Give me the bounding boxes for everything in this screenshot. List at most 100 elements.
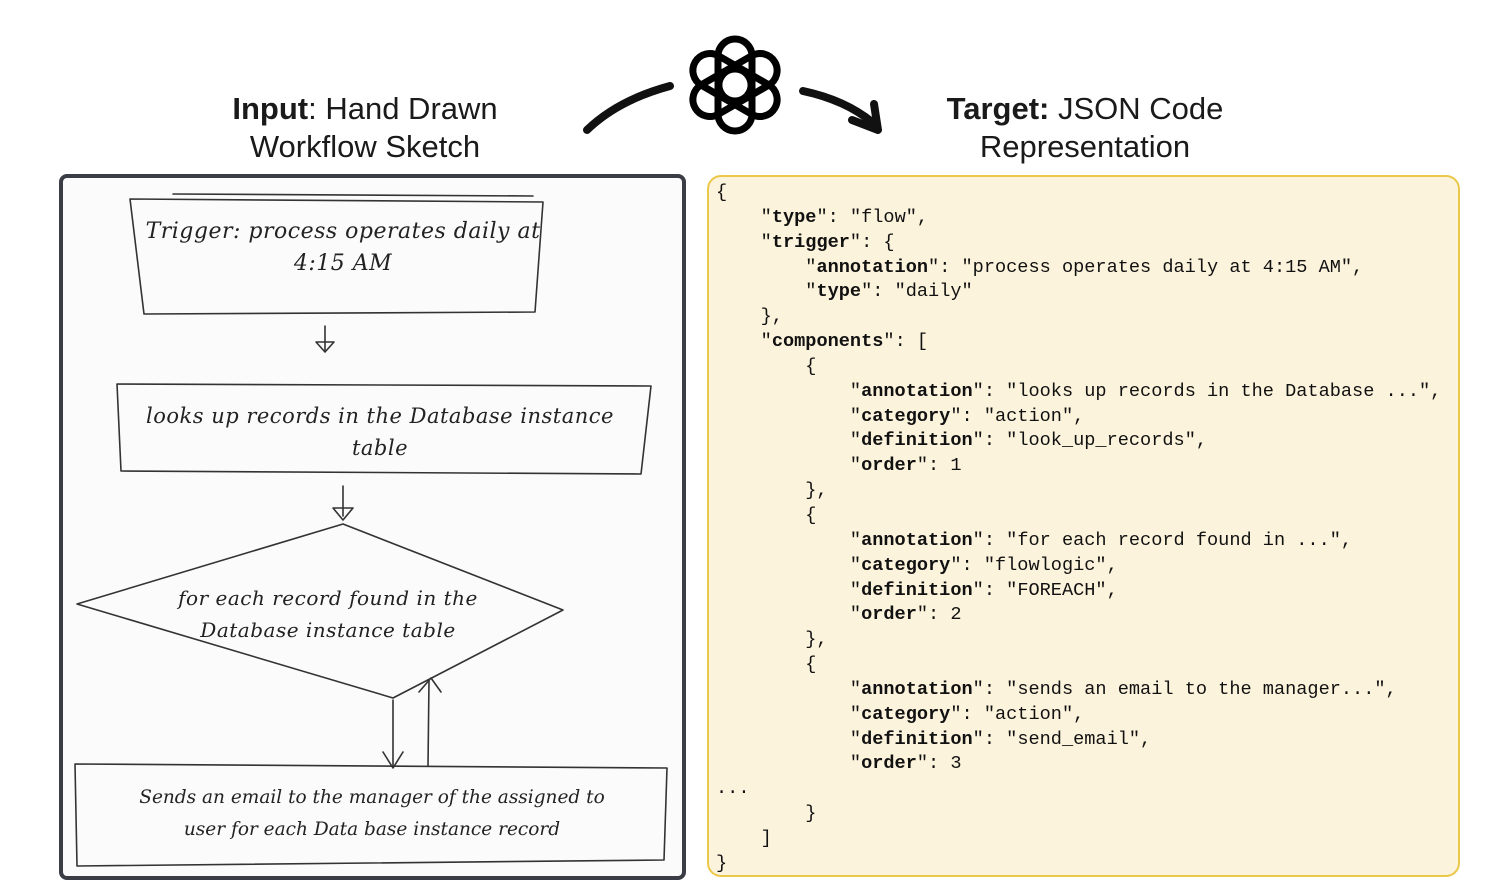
email-line2: user for each Data base instance record [183,819,561,840]
code-key: annotation [816,256,929,278]
openai-logo-icon [689,35,781,135]
code-line: { [716,355,1441,380]
left-curve-arrow [583,82,674,134]
code-key: category [861,405,951,427]
email-line1: Sends an email to the manager of the ass… [139,787,605,808]
code-text: { [805,355,817,377]
code-key: category [861,554,951,576]
arrowhead-3 [382,751,404,769]
code-text: : 2 [928,604,962,626]
code-text: }, [760,306,783,328]
code-line: "category": "flowlogic", [849,554,1118,576]
code-line: }, [716,628,1441,653]
trigger-text: Trigger: process operates daily at 4:15 … [143,216,543,280]
code-text: : "daily" [872,281,973,303]
lookup-text: looks up records in the Database instanc… [125,400,635,464]
code-line: }, [716,479,1441,504]
code-line: "order": 3 [849,753,962,775]
foreach-diamond [76,523,564,699]
trigger-line1: Trigger: process operates daily at [145,219,541,244]
code-text: : "sends an email to the manager...", [983,678,1397,700]
code-text: : "action", [961,703,1085,725]
target-title: Target: JSON Code Representation [890,90,1280,166]
code-key: type [816,281,862,303]
trigger-box [129,198,544,315]
code-line: "definition": "send_email", [849,728,1152,750]
code-text: ] [760,827,772,849]
transition-arrows [583,82,882,134]
json-panel: { "type": "flow", "trigger": { "annotati… [707,175,1460,877]
code-line: ... [716,777,1441,802]
code-line: ] [716,827,1441,852]
target-title-rest: JSON Code [1049,91,1224,126]
code-line: } [716,852,1441,875]
code-key: definition [861,579,973,601]
code-text: : 3 [928,753,962,775]
input-title-bold: Input [232,91,309,126]
code-text: } [805,803,817,825]
code-line: "annotation": "looks up records in the D… [849,380,1442,402]
lookup-box [116,383,652,475]
trigger-line2: 4:15 AM [293,251,393,276]
code-line: } [716,802,1441,827]
code-text: : { [861,231,895,253]
code-key: order [861,753,917,775]
email-box [74,763,668,867]
code-text: : "looks up records in the Database ..."… [983,380,1442,402]
code-text: : "for each record found in ...", [983,529,1353,551]
code-text: : 1 [928,455,962,477]
lookup-line1: looks up records in the Database instanc… [146,404,614,428]
arrow-up-loop [427,679,430,767]
arrowhead-2 [332,507,354,521]
code-line: { [716,181,1441,206]
code-key: annotation [861,678,973,700]
code-line: "annotation": "for each record found in … [849,529,1353,551]
code-text: : "process operates daily at 4:15 AM", [939,256,1364,278]
code-text: { [805,504,817,526]
sketch-drawing [74,193,668,867]
code-line: "category": "action", [849,703,1085,725]
code-key: order [861,604,917,626]
code-text: : "action", [961,405,1085,427]
code-line: { [716,504,1441,529]
code-line: "trigger": { [760,231,895,253]
code-line: "definition": "look_up_records", [849,430,1208,452]
code-key: definition [861,430,973,452]
code-text: }, [805,629,828,651]
code-line: }, [716,305,1441,330]
code-text: { [716,182,728,203]
code-key: definition [861,728,973,750]
input-title-line2: Workflow Sketch [249,129,481,164]
email-text: Sends an email to the manager of the ass… [79,782,665,846]
input-title-rest: : Hand Drawn [308,91,498,126]
code-key: type [771,206,817,228]
foreach-line2: Database instance table [200,618,456,642]
code-line: "components": [ [760,331,929,353]
target-title-line2: Representation [979,129,1191,164]
code-key: components [771,331,884,353]
code-key: annotation [861,529,973,551]
right-curve-arrow [799,87,876,126]
code-text: : "flow", [827,206,929,228]
code-line: "type": "daily" [805,281,973,303]
target-title-bold: Target: [946,91,1050,126]
right-arrowhead [848,100,882,134]
code-text: { [805,654,817,676]
code-text: : "send_email", [983,728,1152,750]
code-text: ... [716,778,750,800]
code-text: : "look_up_records", [983,430,1208,452]
code-text: : "flowlogic", [961,554,1118,576]
code-line: "annotation": "sends an email to the man… [849,678,1397,700]
input-title: Input: Hand Drawn Workflow Sketch [170,90,560,166]
code-line: "definition": "FOREACH", [849,579,1118,601]
sketch-panel: Trigger: process operates daily at 4:15 … [59,174,686,880]
code-line: "category": "action", [849,405,1085,427]
code-text: : [ [894,331,929,353]
code-text: }, [805,480,828,502]
code-line: "annotation": "process operates daily at… [805,256,1364,278]
code-line: { [716,653,1441,678]
arrowhead-1 [315,341,335,353]
trigger-box-topline [172,193,534,197]
arrowhead-up [418,677,442,693]
json-code-block: { "type": "flow", "trigger": { "annotati… [716,181,1442,875]
